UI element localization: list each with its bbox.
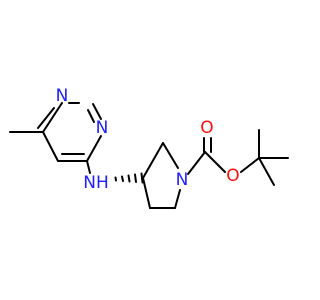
- bond: [87, 109, 95, 123]
- bond: [174, 189, 181, 209]
- bond: [86, 135, 102, 162]
- atom-n-pyrimidine-top: N: [56, 86, 69, 106]
- bond: [258, 157, 275, 186]
- atom-nh-amine: NH: [83, 173, 109, 193]
- hash-line: [114, 176, 117, 182]
- bond: [42, 102, 63, 133]
- bond: [187, 151, 206, 175]
- bond: [86, 160, 91, 174]
- bond: [142, 177, 151, 209]
- bond: [142, 142, 164, 179]
- bond: [92, 103, 102, 120]
- bond: [240, 157, 260, 173]
- atom-o-carbonyl: O: [200, 118, 213, 138]
- atom-o-ester: O: [226, 166, 239, 186]
- hash-line: [121, 175, 124, 182]
- bond: [204, 151, 226, 173]
- stereo-hash-bond: [114, 172, 144, 184]
- hash-line: [140, 172, 144, 184]
- bonds: [9, 102, 289, 209]
- atom-n-pyrimidine-right: N: [96, 118, 109, 138]
- hash-line: [134, 173, 137, 183]
- bond: [162, 142, 179, 169]
- bond: [42, 131, 59, 162]
- bond: [37, 107, 55, 129]
- hash-line: [127, 174, 131, 183]
- structure-diagram: N N NH N O O: [9, 86, 289, 209]
- atom-n-pyrrolidine: N: [176, 170, 189, 190]
- atom-labels: N N NH N O O: [56, 86, 240, 193]
